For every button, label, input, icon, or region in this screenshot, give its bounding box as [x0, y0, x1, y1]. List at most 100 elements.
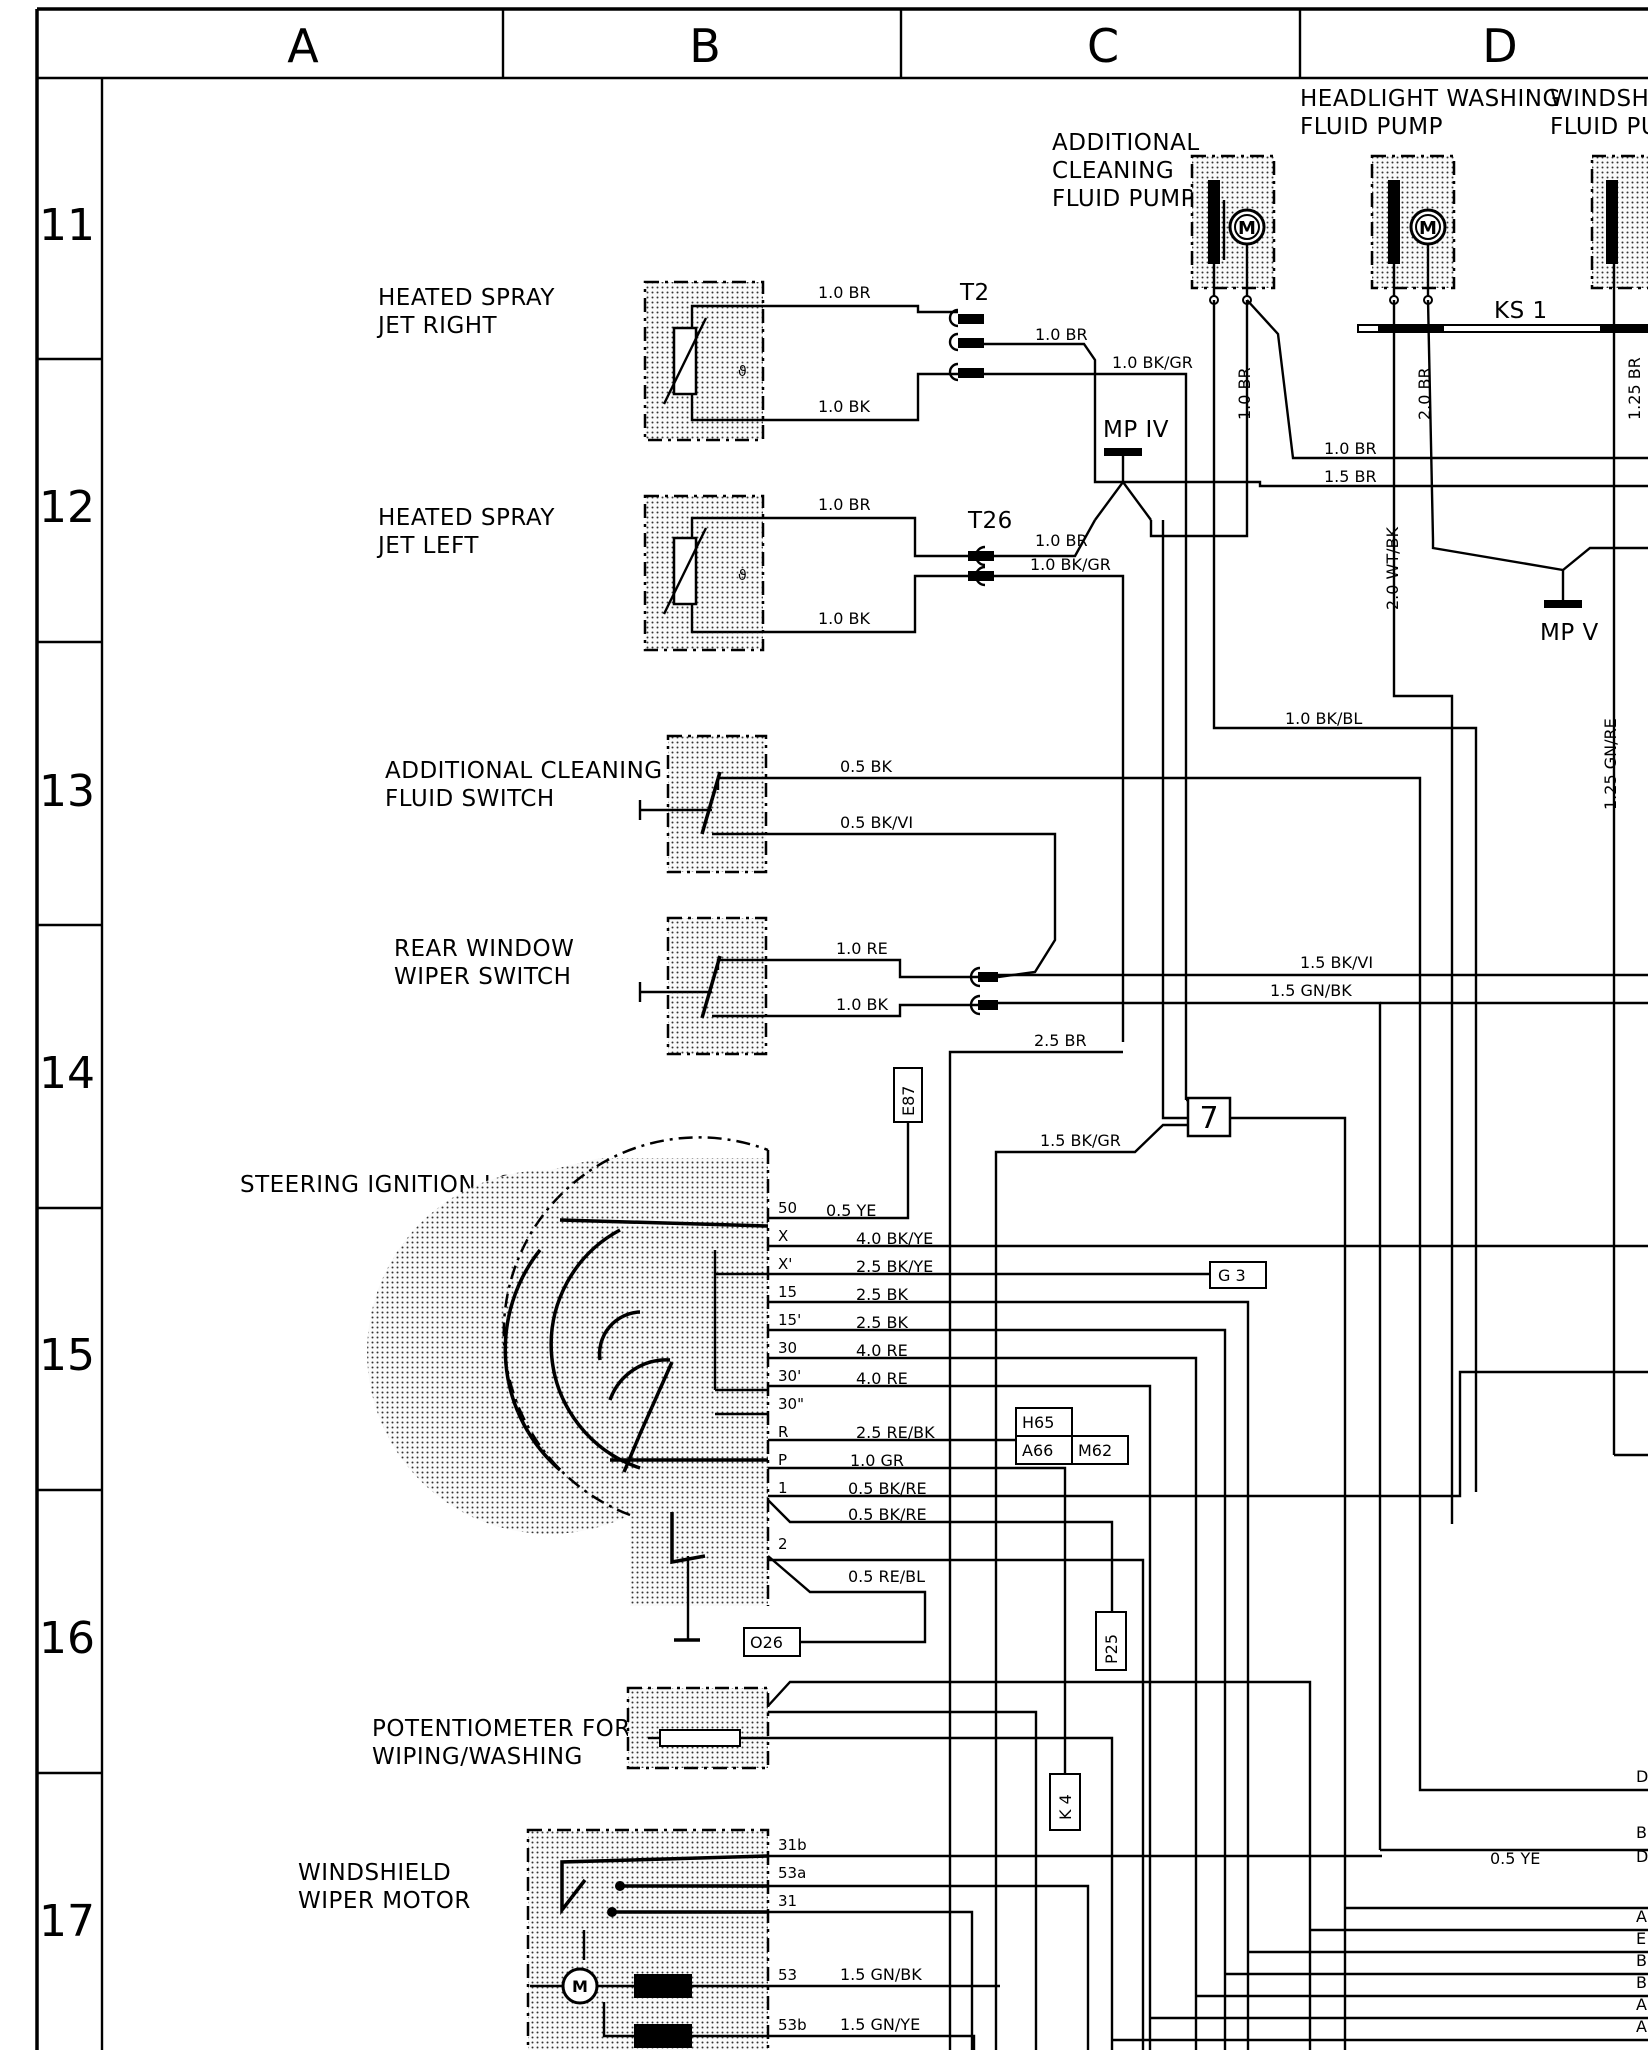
connector-t2: T2: [948, 280, 990, 382]
heated-spray-jet-left: HEATED SPRAY JET LEFT ϑ: [376, 494, 768, 652]
steering-ignition-lock: STEERING IGNITION LOCK: [240, 1136, 770, 1642]
svg-text:1.0 BK: 1.0 BK: [818, 609, 871, 628]
svg-text:K 4: K 4: [1056, 1794, 1075, 1820]
svg-text:1.0 BK/BL: 1.0 BK/BL: [1285, 709, 1362, 728]
svg-text:1.5 GN/YE: 1.5 GN/YE: [840, 2015, 920, 2034]
svg-text:2.5 BR: 2.5 BR: [1034, 1031, 1087, 1050]
svg-text:1.0 BR: 1.0 BR: [1035, 531, 1088, 550]
svg-text:H65: H65: [1022, 1413, 1054, 1432]
svg-text:2.0 BR: 2.0 BR: [1415, 367, 1434, 420]
pot-wire-bottom: 0.5 YE: [1380, 1488, 1648, 1868]
row-13: 13: [39, 766, 95, 817]
svg-text:0.5 BK/RE: 0.5 BK/RE: [848, 1479, 927, 1498]
svg-text:REAR WINDOW: REAR WINDOW: [394, 936, 574, 962]
column-c: C: [1087, 19, 1119, 73]
box-g3: G 3: [1209, 1261, 1267, 1289]
ignition-wires: [713, 1244, 1648, 2050]
svg-text:ADDITIONAL: ADDITIONAL: [1052, 130, 1200, 156]
svg-text:B: B: [1636, 1973, 1647, 1992]
svg-text:15: 15: [778, 1283, 797, 1301]
row-16: 16: [39, 1613, 95, 1664]
top-wires: [768, 299, 1648, 1524]
svg-text:1.0 BK/GR: 1.0 BK/GR: [1112, 353, 1193, 372]
svg-text:KS 1: KS 1: [1494, 298, 1548, 324]
svg-text:1.25 BR: 1.25 BR: [1625, 357, 1644, 420]
column-b: B: [689, 19, 721, 73]
svg-text:WINDSHIELD: WINDSHIELD: [298, 1860, 451, 1886]
svg-text:MP V: MP V: [1540, 620, 1599, 646]
svg-text:1: 1: [778, 1479, 788, 1497]
svg-text:1.0 GR: 1.0 GR: [850, 1451, 904, 1470]
svg-text:1.5 GN/BK: 1.5 GN/BK: [840, 1965, 922, 1984]
svg-text:50: 50: [778, 1199, 797, 1217]
wire-label: 1.5 BK/GR: [1040, 1131, 1121, 1150]
box-e87: E87: [768, 1067, 923, 1220]
potentiometer-wiping-washing: POTENTIOMETER FOR WIPING/WASHING: [372, 1680, 1312, 2050]
svg-text:2.5 BK: 2.5 BK: [856, 1285, 909, 1304]
svg-text:G 3: G 3: [1218, 1266, 1246, 1285]
svg-text:53a: 53a: [778, 1864, 806, 1882]
box-k4: K 4: [1049, 1742, 1081, 1831]
box-o26: O26: [743, 1627, 860, 1657]
rear-connector: [969, 966, 998, 1016]
motor-symbol: M: [1419, 218, 1437, 239]
svg-text:WINDSHI: WINDSHI: [1550, 86, 1648, 112]
column-headers: A B C D: [287, 19, 1517, 73]
heated-spray-jet-right: HEATED SPRAY JET RIGHT ϑ: [376, 280, 768, 442]
rear-window-wiper-switch: REAR WINDOW WIPER SWITCH: [394, 916, 768, 1056]
svg-text:2.5 BK/YE: 2.5 BK/YE: [856, 1257, 933, 1276]
svg-text:POTENTIOMETER FOR: POTENTIOMETER FOR: [372, 1716, 631, 1742]
switch-wire-labels: 0.5 BK 0.5 BK/VI 1.0 RE 1.0 BK 1.5 BK/VI…: [836, 757, 1373, 1050]
svg-text:1.0 BR: 1.0 BR: [818, 495, 871, 514]
svg-text:WIPER MOTOR: WIPER MOTOR: [298, 1888, 471, 1914]
svg-text:M62: M62: [1078, 1441, 1112, 1460]
row-17: 17: [39, 1896, 95, 1947]
svg-text:B: B: [1636, 1951, 1647, 1970]
ignition-pins: 50 X X' 15 15' 30 30' 30" R P 1 2: [778, 1199, 804, 1553]
wiper-motor-pins: 31b 53a 31 53 53b: [778, 1836, 807, 2034]
svg-text:FLUID PUMP: FLUID PUMP: [1300, 114, 1443, 140]
svg-text:JET RIGHT: JET RIGHT: [376, 313, 498, 339]
ground-point-mp-iv: MP IV: [1094, 417, 1169, 521]
svg-text:T2: T2: [959, 280, 990, 306]
svg-text:A: A: [1636, 1995, 1647, 2014]
svg-text:ϑ: ϑ: [738, 364, 747, 380]
svg-text:R: R: [778, 1423, 788, 1441]
grid-frame: [35, 7, 1648, 2050]
column-a: A: [287, 19, 319, 73]
svg-text:X': X': [778, 1255, 792, 1273]
svg-text:30': 30': [778, 1367, 801, 1385]
wiper-motor-wires: [768, 1854, 1648, 2050]
svg-text:HEATED SPRAY: HEATED SPRAY: [378, 285, 555, 311]
svg-text:2.0 WT/BK: 2.0 WT/BK: [1383, 527, 1402, 610]
svg-text:2.5 BK: 2.5 BK: [856, 1313, 909, 1332]
svg-text:MP IV: MP IV: [1103, 417, 1169, 443]
svg-text:D: D: [1636, 1847, 1648, 1866]
svg-text:1.0 RE: 1.0 RE: [836, 939, 888, 958]
row-headers: 11 12 13 14 15 16 17: [39, 200, 95, 1947]
row-15: 15: [39, 1330, 95, 1381]
svg-text:1.5 BR: 1.5 BR: [1324, 467, 1377, 486]
svg-text:E87: E87: [899, 1086, 918, 1116]
connector-t26: T26: [967, 508, 1013, 587]
svg-text:T26: T26: [967, 508, 1013, 534]
svg-text:E: E: [1636, 1929, 1646, 1948]
svg-text:A: A: [1636, 1907, 1647, 1926]
additional-cleaning-fluid-pump: ADDITIONAL CLEANING FLUID PUMP M: [1052, 130, 1276, 305]
svg-text:15': 15': [778, 1311, 801, 1329]
svg-text:1.5 GN/BK: 1.5 GN/BK: [1270, 981, 1352, 1000]
svg-text:FLUID PUMP: FLUID PUMP: [1052, 186, 1195, 212]
ignition-wire-labels: 0.5 YE 4.0 BK/YE 2.5 BK/YE 2.5 BK 2.5 BK…: [826, 1201, 935, 1586]
svg-text:ADDITIONAL CLEANING: ADDITIONAL CLEANING: [385, 758, 663, 784]
svg-text:WIPER SWITCH: WIPER SWITCH: [394, 964, 571, 990]
svg-text:53: 53: [778, 1966, 797, 1984]
svg-text:1.0 BR: 1.0 BR: [1235, 367, 1254, 420]
svg-text:0.5 YE: 0.5 YE: [1490, 1849, 1540, 1868]
svg-text:CLEANING: CLEANING: [1052, 158, 1174, 184]
svg-text:0.5 BK/VI: 0.5 BK/VI: [840, 813, 913, 832]
connection-node-7: 7: [994, 520, 1347, 2050]
ground-point-mp-v: MP V: [1431, 540, 1648, 646]
svg-text:FLUID SWITCH: FLUID SWITCH: [385, 786, 555, 812]
wiper-wire-labels: 1.5 GN/BK 1.5 GN/YE: [840, 1965, 922, 2034]
